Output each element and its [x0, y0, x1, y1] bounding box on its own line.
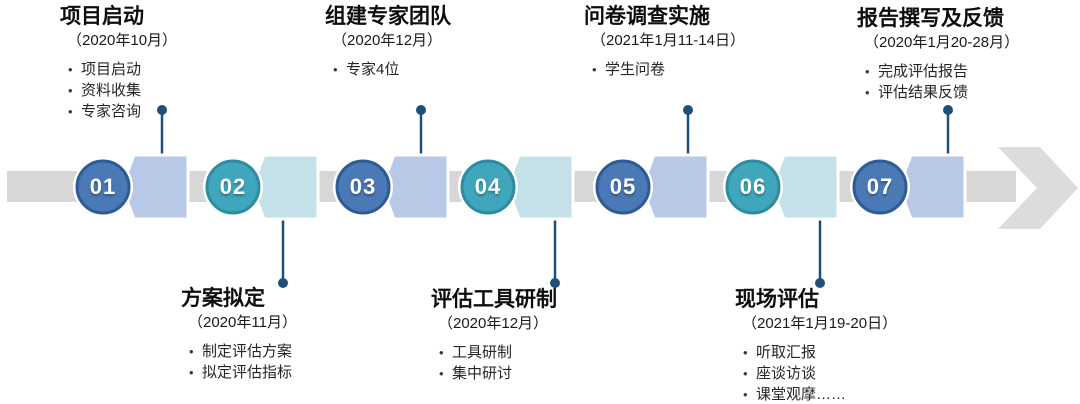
- milestone-group-3: 组建专家团队 （2020年12月） 专家4位: [325, 4, 451, 81]
- step-circles: [73, 157, 910, 217]
- step-circle: [460, 159, 516, 215]
- step-number-badge: 01: [89, 174, 117, 199]
- bullet-item: 专家咨询: [68, 102, 177, 122]
- step-number-badge: 05: [609, 174, 637, 199]
- milestone-bullets: 制定评估方案 拟定评估指标: [181, 342, 297, 383]
- step-blocks: [120, 153, 967, 221]
- milestone-bullets: 项目启动 资料收集 专家咨询: [60, 60, 177, 122]
- step-circle: [595, 159, 651, 215]
- bullet-item: 集中研讨: [439, 364, 557, 384]
- milestone-bullets: 学生问卷: [584, 60, 745, 80]
- connector-dot: [943, 105, 953, 115]
- step-block: [120, 153, 190, 221]
- step-number-badge: 07: [866, 174, 894, 199]
- milestone-date: （2021年1月19-20日）: [742, 315, 898, 332]
- step-block: [505, 153, 575, 221]
- milestone-title: 评估工具研制: [431, 288, 557, 311]
- milestone-group-6: 现场评估 （2021年1月19-20日） 听取汇报 座谈访谈 课堂观摩……: [735, 287, 897, 404]
- bottom-connector-dots: [278, 278, 825, 288]
- bullet-item: 学生问卷: [592, 60, 745, 80]
- milestone-title: 现场评估: [735, 288, 819, 311]
- step-circle: [75, 159, 131, 215]
- bullet-item: 拟定评估指标: [189, 363, 297, 383]
- bullet-item: 项目启动: [68, 60, 177, 80]
- step-block: [770, 153, 840, 221]
- step-circle: [852, 159, 908, 215]
- forward-arrow-icon: [998, 147, 1078, 229]
- milestone-title: 方案拟定: [181, 287, 265, 310]
- bottom-connectors: [281, 219, 822, 283]
- bullet-item: 专家4位: [333, 60, 451, 80]
- connector-dot: [550, 278, 560, 288]
- step-block: [897, 153, 967, 221]
- step-circle: [335, 159, 391, 215]
- milestone-group-2: 方案拟定 （2020年11月） 制定评估方案 拟定评估指标: [181, 286, 297, 384]
- bullet-item: 听取汇报: [743, 343, 897, 363]
- milestone-group-5: 问卷调查实施 （2021年1月11-14日） 学生问卷: [584, 4, 745, 81]
- milestone-group-1: 项目启动 （2020年10月） 项目启动 资料收集 专家咨询: [60, 4, 177, 123]
- connector-dot: [683, 105, 693, 115]
- milestone-title: 项目启动: [60, 5, 144, 28]
- top-connectors: [160, 110, 950, 155]
- bullet-item: 制定评估方案: [189, 342, 297, 362]
- step-circle: [205, 159, 261, 215]
- step-block: [640, 153, 710, 221]
- milestone-date: （2020年1月20-28月）: [864, 34, 1020, 51]
- bullet-item: 资料收集: [68, 81, 177, 101]
- milestone-bullets: 工具研制 集中研讨: [431, 343, 557, 384]
- milestone-title: 报告撰写及反馈: [857, 7, 1004, 30]
- bullet-item: 完成评估报告: [865, 62, 1019, 82]
- connector-dot: [416, 105, 426, 115]
- step-number-badge: 04: [474, 174, 502, 199]
- milestone-bullets: 听取汇报 座谈访谈 课堂观摩……: [735, 343, 897, 404]
- milestone-bullets: 完成评估报告 评估结果反馈: [857, 62, 1019, 103]
- connector-dot: [278, 278, 288, 288]
- milestone-group-7: 报告撰写及反馈 （2020年1月20-28月） 完成评估报告 评估结果反馈: [857, 6, 1019, 104]
- milestone-bullets: 专家4位: [325, 60, 451, 80]
- step-number-badge: 06: [739, 174, 767, 199]
- step-number-badge: 03: [349, 174, 377, 199]
- step-circle: [725, 159, 781, 215]
- milestone-date: （2020年11月）: [188, 314, 297, 331]
- step-block: [380, 153, 450, 221]
- milestone-date: （2021年1月11-14日）: [591, 32, 745, 49]
- step-block: [250, 153, 320, 221]
- connector-dot: [815, 278, 825, 288]
- milestone-date: （2020年12月）: [332, 32, 443, 49]
- milestone-group-4: 评估工具研制 （2020年12月） 工具研制 集中研讨: [431, 287, 557, 385]
- step-number-badge: 02: [219, 174, 247, 199]
- bullet-item: 座谈访谈: [743, 364, 897, 384]
- milestone-title: 问卷调查实施: [584, 5, 710, 28]
- bullet-item: 工具研制: [439, 343, 557, 363]
- milestone-date: （2020年10月）: [67, 32, 178, 49]
- bullet-item: 评估结果反馈: [865, 83, 1019, 103]
- top-connector-dots: [157, 105, 953, 115]
- bullet-item: 课堂观摩……: [743, 385, 897, 404]
- milestone-date: （2020年12月）: [438, 315, 549, 332]
- milestone-title: 组建专家团队: [325, 5, 451, 28]
